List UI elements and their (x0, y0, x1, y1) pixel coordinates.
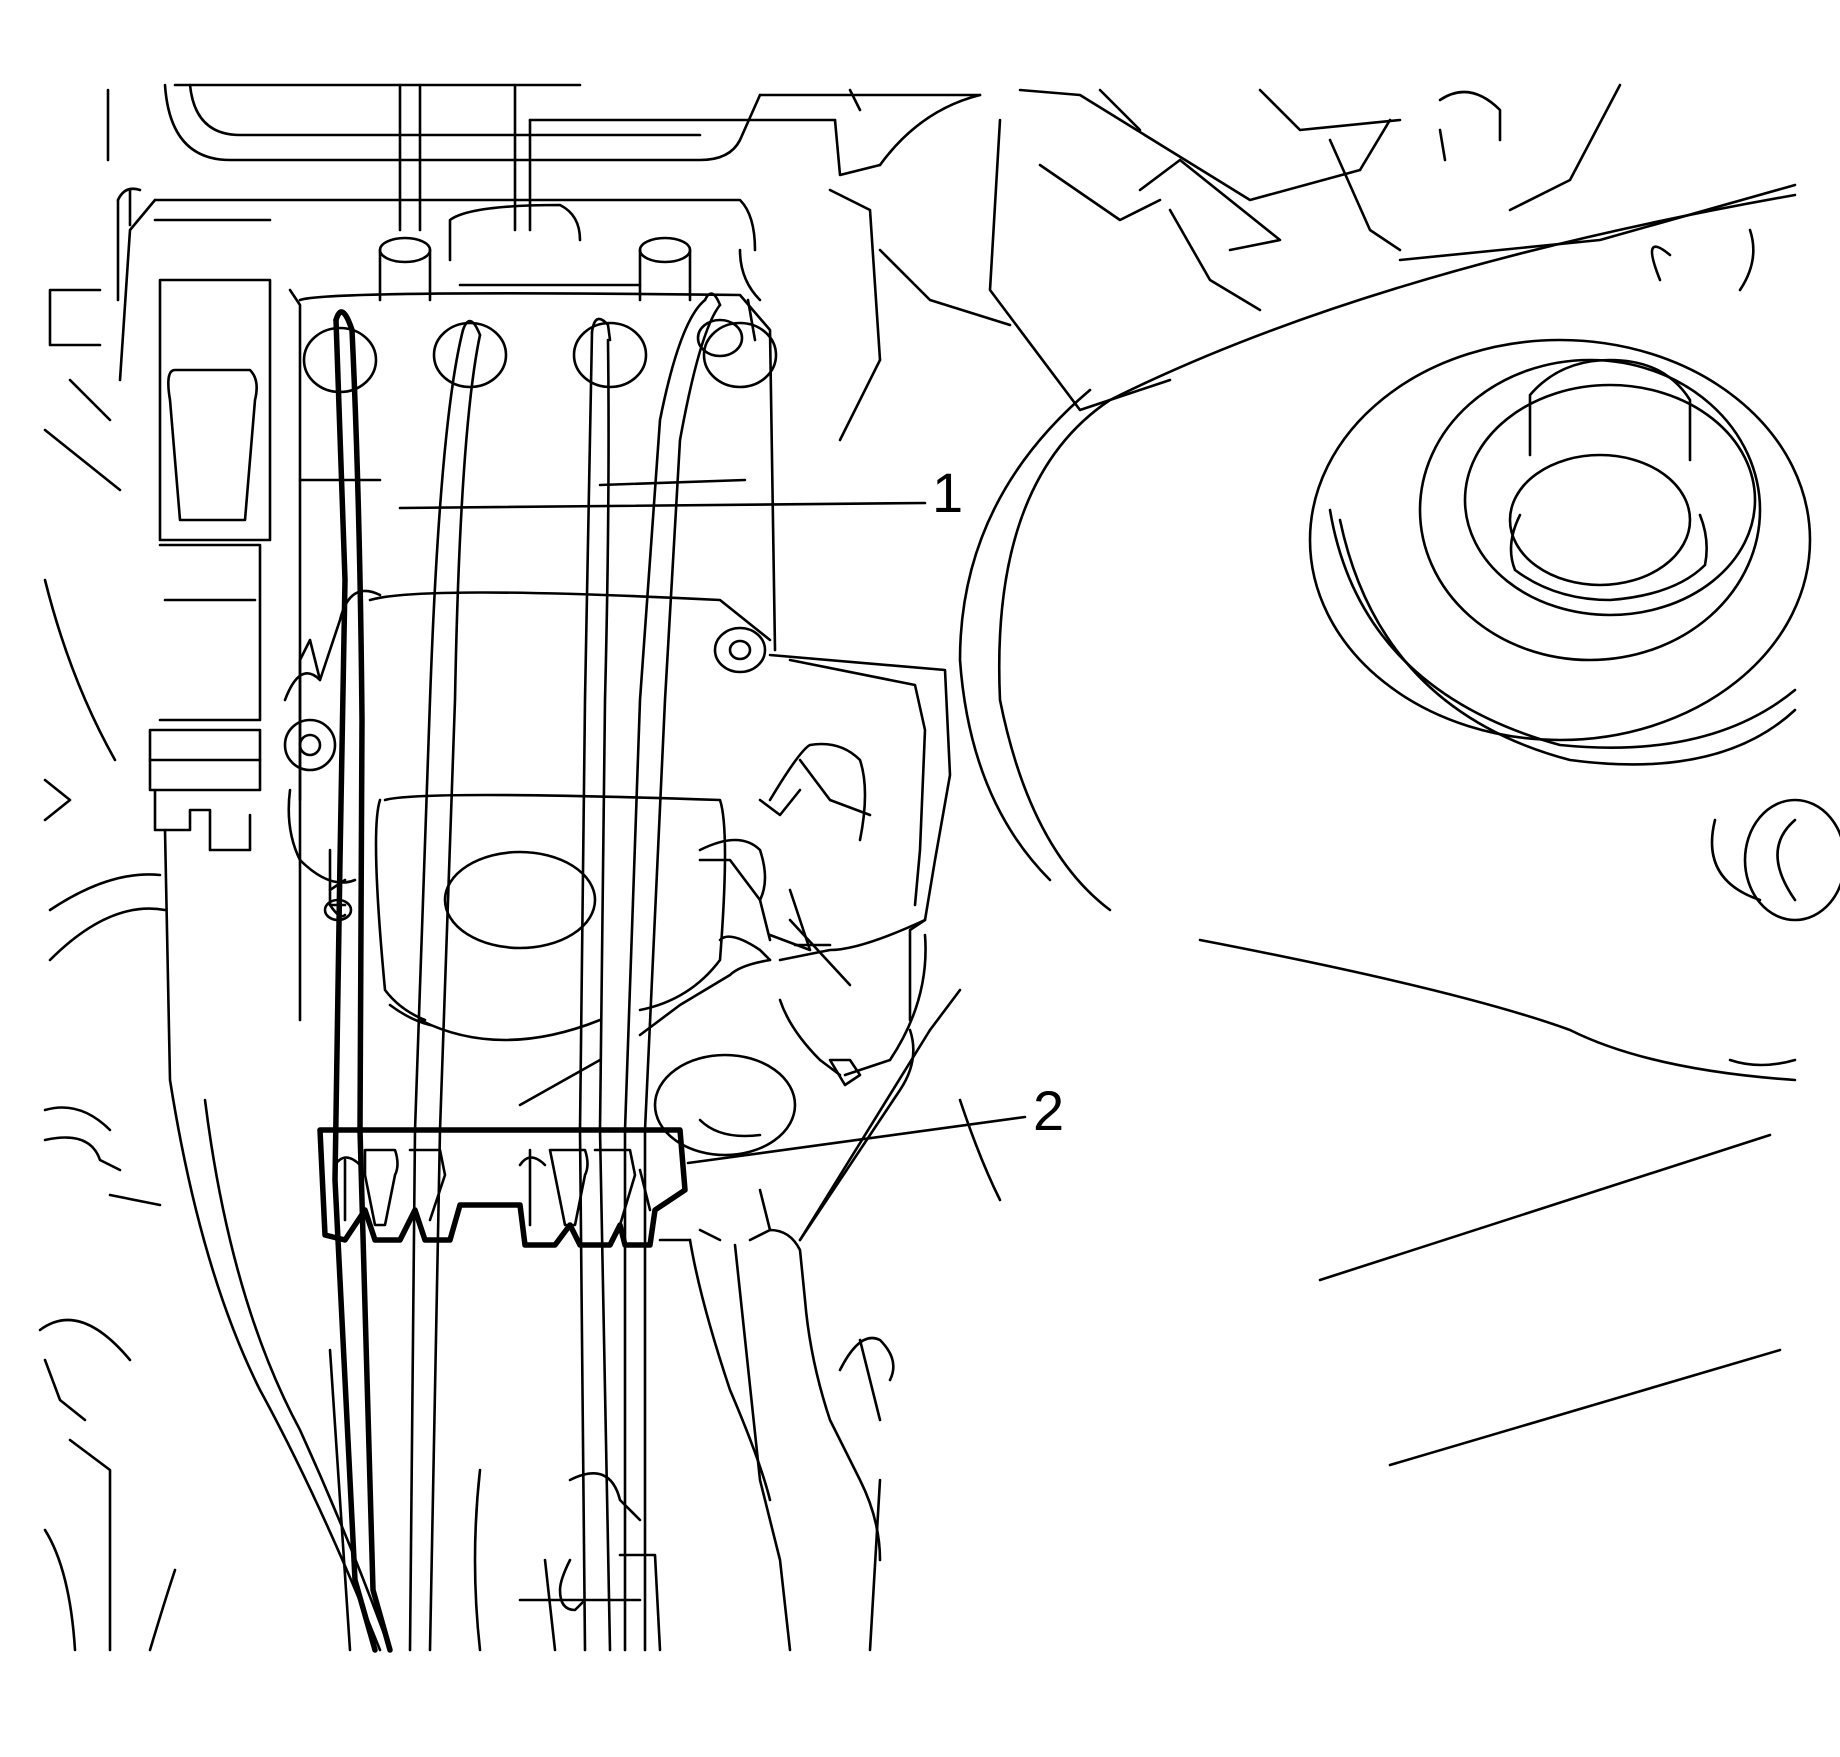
left-structure (38, 187, 757, 1652)
abs-modulator (283, 203, 778, 1042)
callout-1-label: 1 (932, 461, 963, 524)
pipe-retainer-clip (317, 1127, 688, 1248)
brake-pipes (332, 292, 757, 1653)
strut-tower (958, 193, 1840, 1467)
upper-bay-structure (106, 83, 1797, 442)
bracket-cover (518, 653, 952, 1157)
callout-2-leader (686, 1115, 1027, 1165)
callout-2: 2 (686, 1079, 1064, 1165)
callout-1: 1 (398, 461, 963, 524)
callout-2-label: 2 (1033, 1079, 1064, 1142)
callout-1-leader (398, 501, 927, 510)
lower-structure (328, 988, 1002, 1652)
